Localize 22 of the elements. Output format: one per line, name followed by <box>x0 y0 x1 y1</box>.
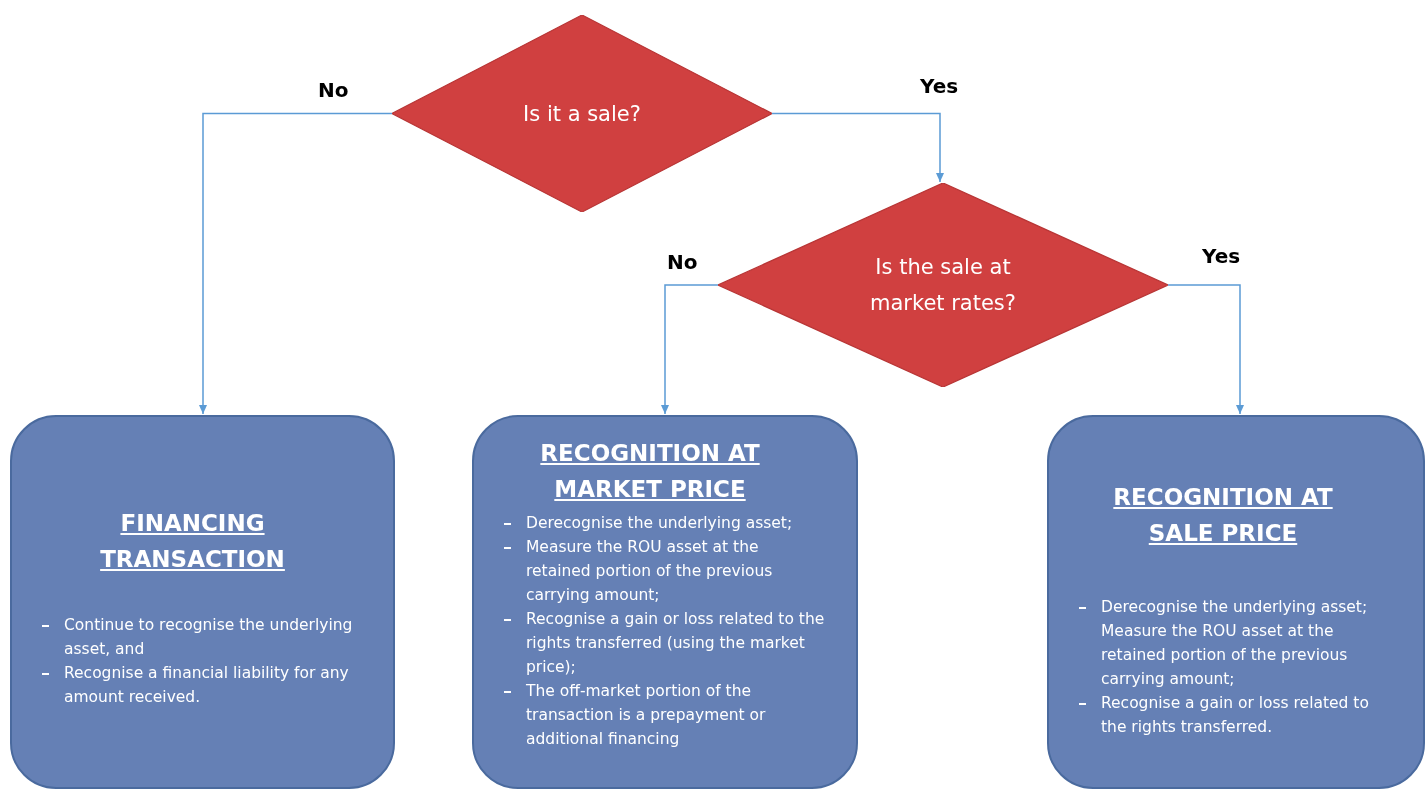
decision-diamond <box>392 15 772 212</box>
question-text: Is the sale at market rates? <box>869 254 1017 317</box>
bullet-text: Recognise a gain or loss related to the rights transferred. <box>1101 694 1369 736</box>
outcome-box <box>1047 415 1425 789</box>
question-text: Is it a sale? <box>522 100 642 128</box>
arrow <box>771 112 944 183</box>
bullet-text: The off-market portion of the transaction is a prepayment or additional financing <box>526 682 766 748</box>
bullet-text: Derecognise the underlying asset; <box>526 514 793 532</box>
bullet-text: Measure the ROU asset at the retained portion of the previous carrying amount; <box>526 538 773 604</box>
outcome-box <box>10 415 395 789</box>
arrow <box>1167 284 1244 415</box>
box-heading: RECOGNITION AT MARKET PRICE <box>539 439 761 504</box>
decision-diamond <box>718 183 1168 387</box>
bullet-text: Derecognise the underlying asset; Measure the ROU asset at the retained portion of the previous carrying amount; <box>1101 598 1368 688</box>
arrow <box>199 112 393 415</box>
box-heading: RECOGNITION AT SALE PRICE <box>1112 483 1334 548</box>
bullet-text: Recognise a gain or loss related to the rights transferred (using the market price); <box>526 610 825 676</box>
outcome-box <box>472 415 858 789</box>
bullet-text: Recognise a financial liability for any amount received. <box>64 664 349 706</box>
box-heading: FINANCING TRANSACTION <box>99 509 286 574</box>
bullet-text: Continue to recognise the underlying asset, and <box>64 616 353 658</box>
arrow <box>661 284 719 415</box>
